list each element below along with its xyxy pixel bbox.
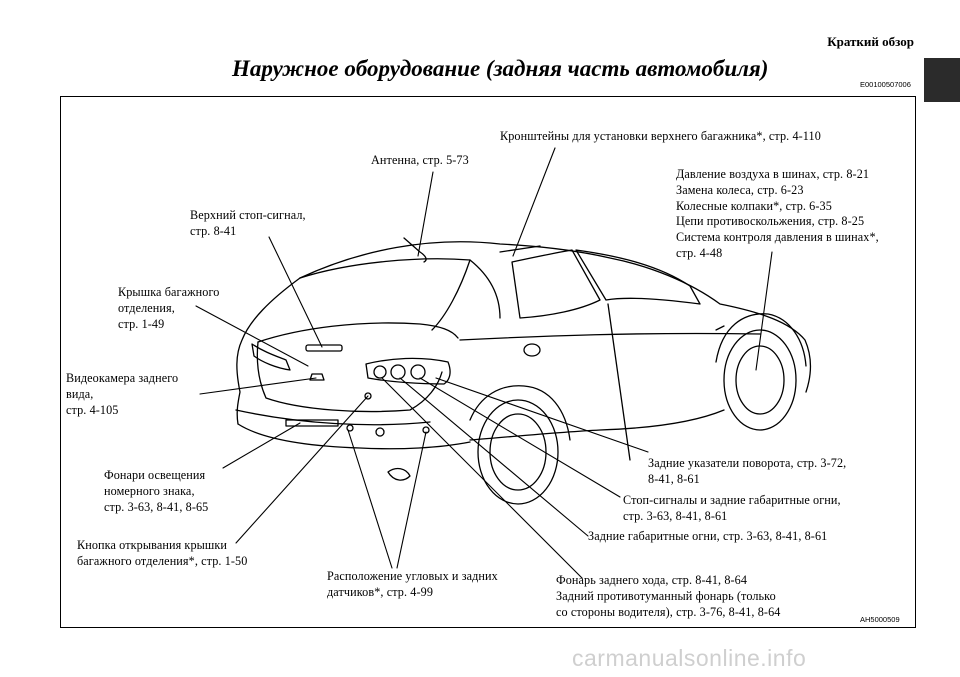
label-rear-camera: Видеокамера заднего вида, стр. 4-105 xyxy=(66,371,179,417)
figure-frame xyxy=(60,96,916,628)
figure-code: AH5000509 xyxy=(860,615,900,624)
section-title: Краткий обзор xyxy=(827,34,914,49)
label-high-stop-lamp: Верхний стоп-сигнал, стр. 8-41 xyxy=(190,208,306,238)
watermark: carmanualsonline.info xyxy=(572,645,807,671)
document-code: E00100507006 xyxy=(860,80,911,89)
label-antenna: Антенна, стр. 5-73 xyxy=(371,153,469,167)
label-plate-lamps: Фонари освещения номерного знака, стр. 3… xyxy=(104,468,209,514)
label-stop-tail-lamps: Стоп-сигналы и задние габаритные огни, с… xyxy=(623,493,841,523)
label-roof-rack-brackets: Кронштейны для установки верхнего багажн… xyxy=(500,129,821,143)
section-tab xyxy=(924,58,960,102)
label-parking-sensors: Расположение угловых и задних датчиков*,… xyxy=(327,569,498,599)
label-rear-turn-signals: Задние указатели поворота, стр. 3-72, 8-… xyxy=(648,456,847,486)
label-trunk-opener: Кнопка открывания крышки багажного отдел… xyxy=(77,538,248,568)
label-trunk-lid: Крышка багажного отделения, стр. 1-49 xyxy=(118,285,220,331)
label-tires: Давление воздуха в шинах, стр. 8-21 Заме… xyxy=(676,167,879,260)
page-title: Наружное оборудование (задняя часть авто… xyxy=(232,56,769,81)
label-reverse-fog-lamps: Фонарь заднего хода, стр. 8-41, 8-64 Зад… xyxy=(556,573,781,619)
label-tail-lamps: Задние габаритные огни, стр. 3-63, 8-41,… xyxy=(588,529,828,543)
